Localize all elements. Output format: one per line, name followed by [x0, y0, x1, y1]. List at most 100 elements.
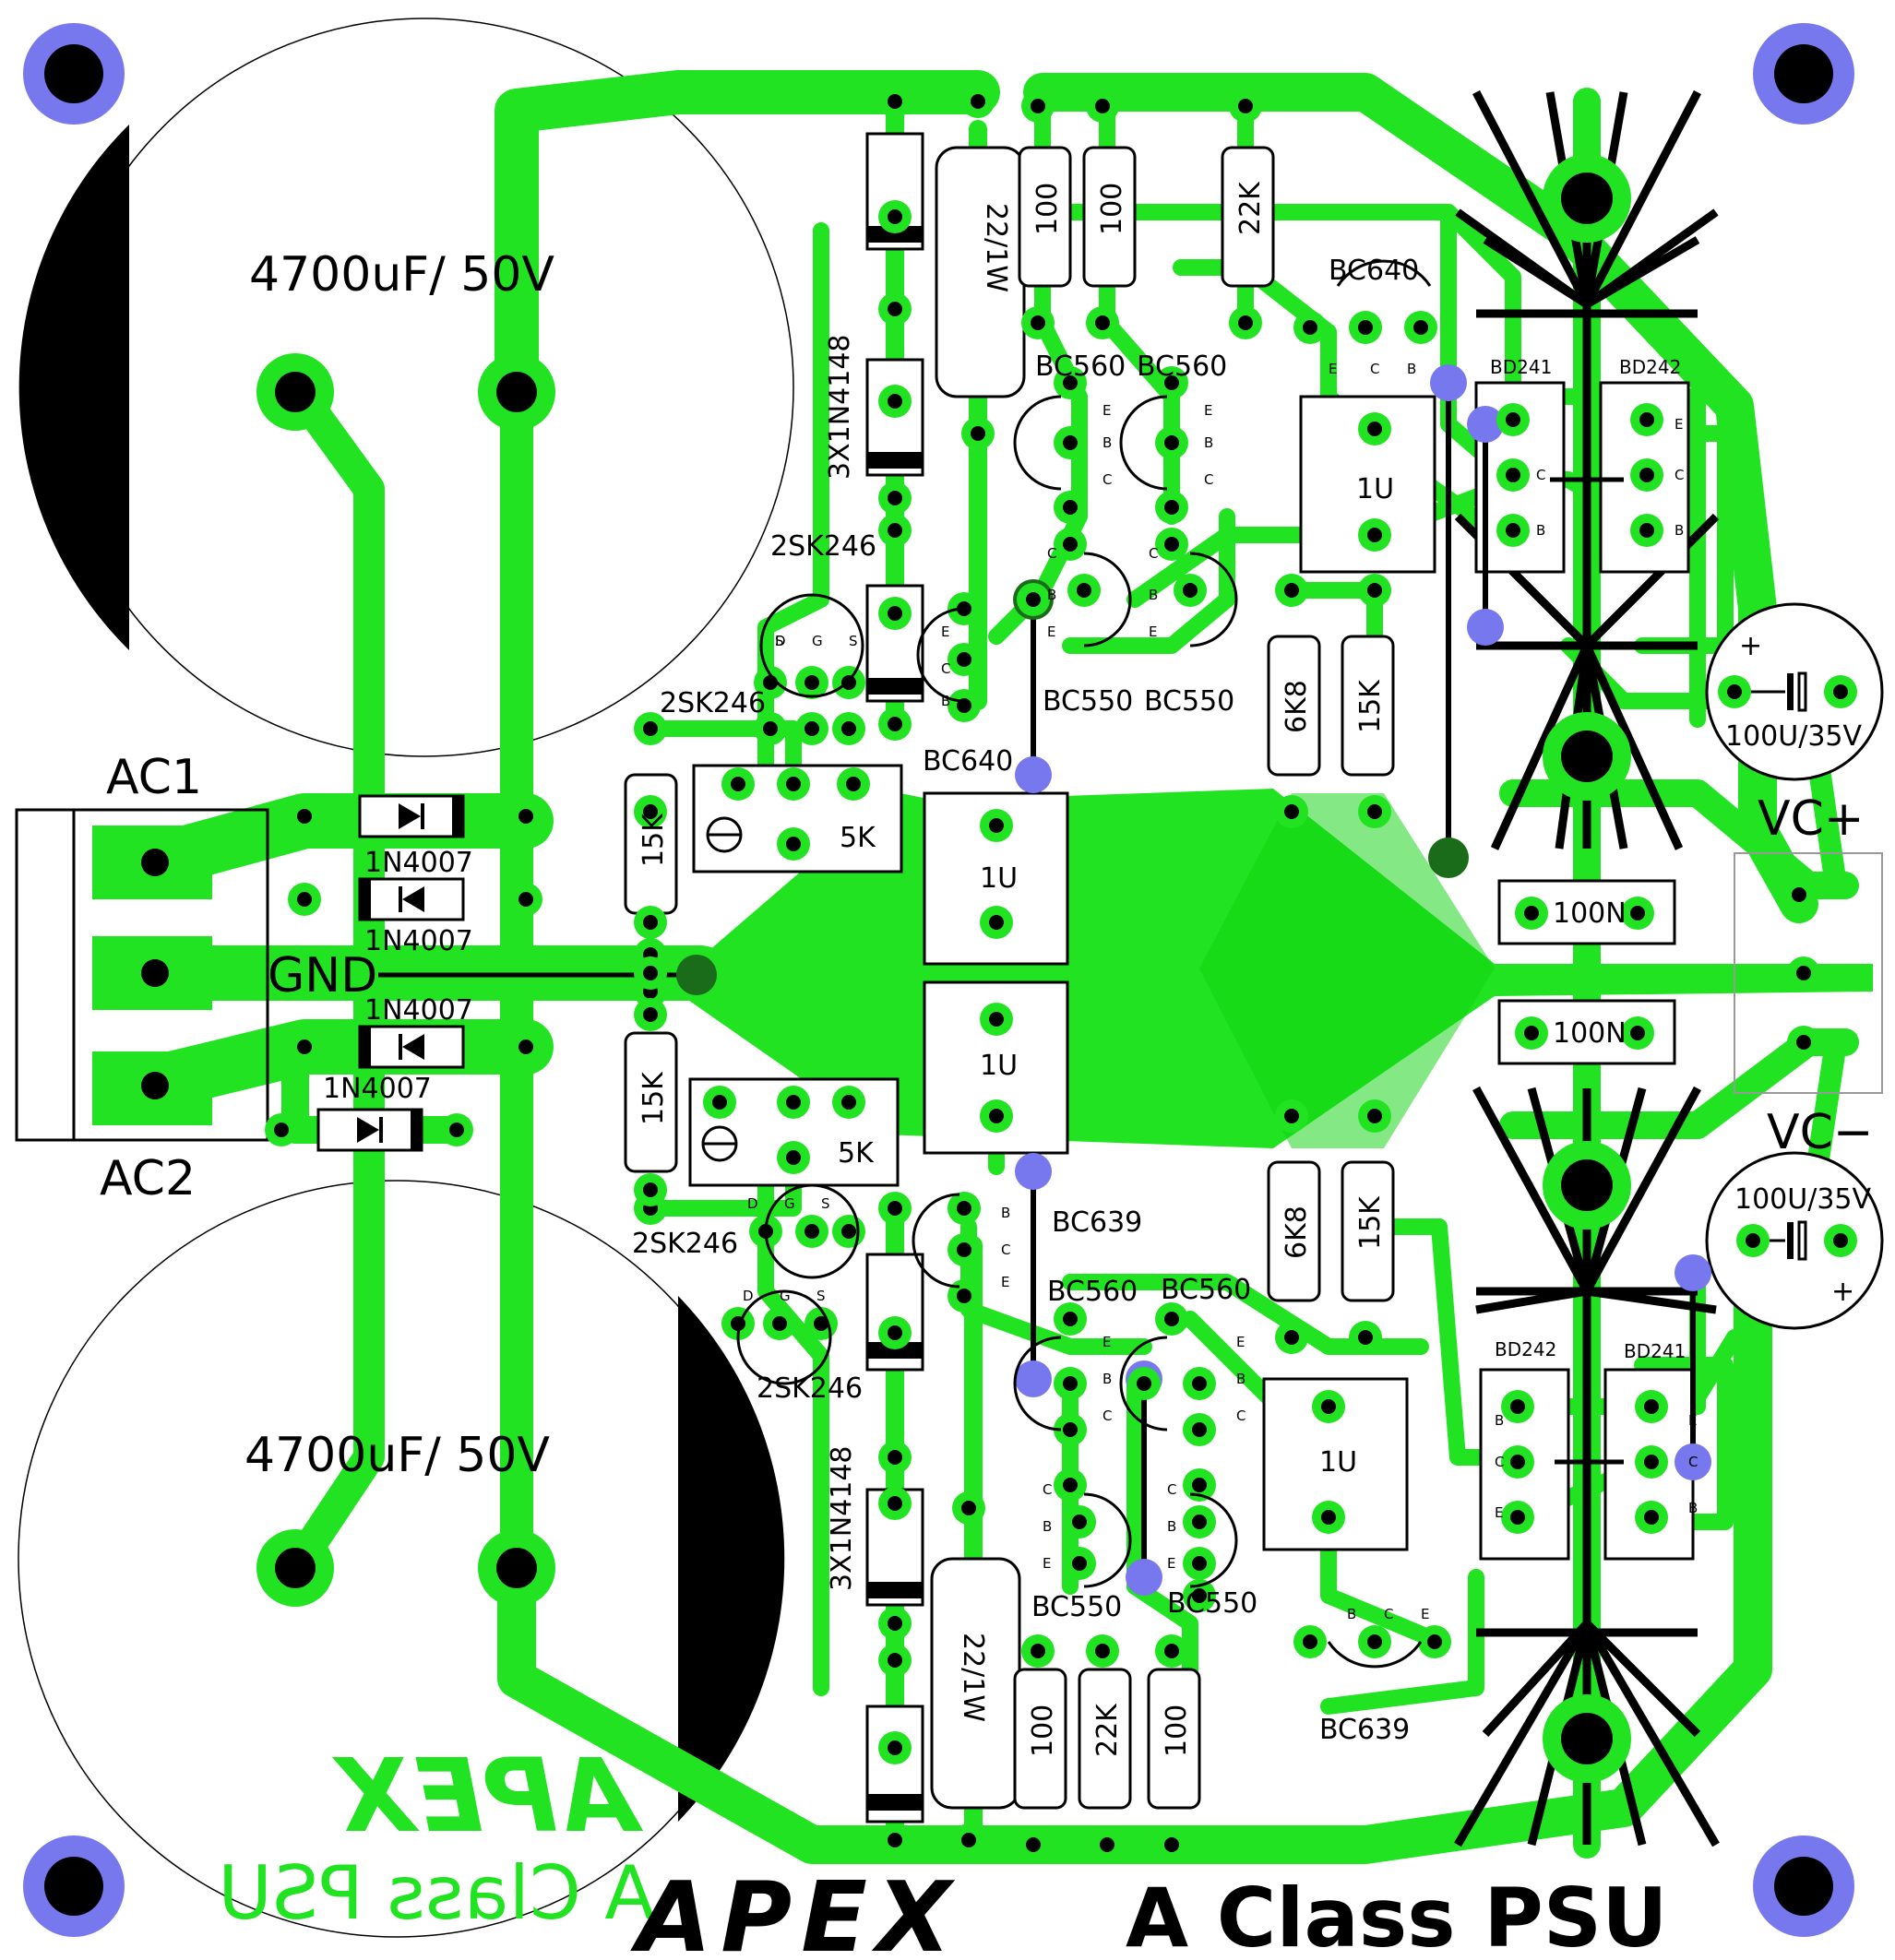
small-pads [634, 85, 1857, 1861]
pin-letter: C [1001, 1241, 1010, 1258]
resistor-15k-top-label: 15K [638, 813, 670, 867]
pin-letter: E [1102, 1334, 1111, 1350]
pin-letter: B [1001, 1205, 1010, 1221]
pin-letter: E [1001, 1274, 1009, 1290]
pin-letter: E [1149, 624, 1157, 640]
power-transistor-bot-a-label: BD242 [1495, 1338, 1556, 1360]
pin-letter: C [1149, 545, 1158, 562]
bc560-d-label: BC560 [1161, 1274, 1251, 1306]
pin-letter: B [1236, 1371, 1245, 1387]
pin-letter: B [1167, 1518, 1176, 1535]
resistor-bot-3-label: 100 [1161, 1705, 1193, 1757]
power-transistor-top-a-label: BD241 [1490, 356, 1552, 378]
pin-letter: C [1236, 1408, 1245, 1424]
small-resistors [624, 146, 1395, 1810]
pin-letter: E [1236, 1334, 1245, 1350]
resistor-top-1-label: 100 [1031, 183, 1064, 235]
output-vcp-label: VC+ [1758, 791, 1864, 847]
output-cap-top-label: 100U/35V [1725, 720, 1863, 753]
pin-letter: E [1204, 402, 1212, 419]
resistor-bot-1-label: 100 [1027, 1705, 1059, 1757]
bc560-b-label: BC560 [1137, 350, 1227, 383]
trimpot-top-label: 5K [840, 822, 876, 854]
brand-logo: APEX [630, 1861, 960, 1960]
pin-letter: E [1329, 361, 1337, 377]
output-cap-bottom-label: 100U/35V [1734, 1183, 1872, 1216]
trimpot-bottom-label: 5K [838, 1137, 875, 1170]
brand-mirror-logo: APEX [331, 1737, 644, 1855]
large-pads [256, 154, 1631, 1783]
pin-letter: B [1407, 361, 1416, 377]
pin-letter: S [849, 633, 858, 649]
label-gnd: GND [268, 948, 377, 1004]
pin-letter: C [1204, 471, 1213, 488]
output-vcm-label: VC− [1767, 1105, 1873, 1160]
cap-label-top: 4700uF/ 50V [249, 247, 554, 303]
film-cap-top-b-label: 1U [980, 862, 1018, 895]
bridge-diodes [265, 794, 542, 1152]
pin-letter: C [1102, 1408, 1112, 1424]
pin-letter: E [1047, 624, 1055, 640]
pin-letter: C [941, 660, 950, 677]
output-cap-top-plus: + [1739, 630, 1762, 662]
ac-connector [15, 808, 717, 1142]
bc550-b-label: BC550 [1144, 685, 1234, 718]
jfet-bot-b-label: 2SK246 [757, 1372, 863, 1405]
film-cap-mid-b-label: 1U [1319, 1446, 1357, 1479]
pin-letter: S [821, 1195, 830, 1212]
pin-letter: C [1536, 467, 1545, 483]
resistor-15k-right-top-label: 15K [1354, 679, 1387, 733]
jfet-top-b-label: 2SK246 [660, 687, 766, 719]
bc550-c-label: BC550 [1031, 1591, 1122, 1623]
mounting-holes [23, 23, 1854, 1937]
resistor-6k8-bottom-label: 6K8 [1281, 1206, 1313, 1259]
power-transistor-top-b-label: BD242 [1619, 356, 1681, 378]
resistor-6k8-top-label: 6K8 [1281, 680, 1313, 733]
diode-stack-top-label: 3X1N4148 [824, 334, 856, 480]
bridge-diode-1-label: 1N4007 [364, 847, 473, 879]
label-ac2: AC2 [100, 1151, 196, 1206]
main-capacitor-top [18, 18, 794, 757]
label-ac1: AC1 [106, 750, 202, 805]
bc560-a-label: BC560 [1035, 350, 1126, 383]
pin-letter: C [1102, 471, 1112, 488]
film-cap-mid-a-label: 1U [980, 1050, 1018, 1082]
pin-letter: D [743, 1288, 754, 1304]
pin-letter: S [775, 633, 784, 649]
pin-letter: B [1347, 1606, 1356, 1622]
pin-letter: B [1149, 587, 1158, 603]
pin-letter: E [1043, 1555, 1051, 1572]
bridge-diode-4-label: 1N4007 [323, 1073, 432, 1105]
resistor-bot-2-label: 22K [1091, 1703, 1124, 1757]
pin-letter: C [1384, 1606, 1393, 1622]
pin-letter: C [1370, 361, 1379, 377]
pin-letter: B [1204, 434, 1213, 451]
bc639-label: BC639 [1052, 1206, 1142, 1239]
pin-letter: D [775, 633, 786, 649]
resistor-top-3-label: 22K [1234, 181, 1267, 235]
pin-letter: B [1043, 1518, 1052, 1535]
pin-letter: B [1495, 1412, 1504, 1429]
main-capacitor-bottom [18, 1180, 785, 1938]
brand-mirror-subtitle: A Class PSU [218, 1850, 655, 1936]
pin-letter: E [1167, 1555, 1175, 1572]
decoupling-bottom-label: 100N [1553, 1017, 1627, 1050]
pin-letter: B [1102, 434, 1112, 451]
pin-letter: D [747, 1195, 758, 1212]
resistor-top-2-label: 100 [1096, 183, 1128, 235]
pin-letter: C [1688, 1454, 1698, 1470]
to92-outlines [736, 259, 1432, 1669]
bc550-a-label: BC550 [1043, 685, 1133, 718]
pin-letter: C [1043, 1481, 1052, 1498]
power-resistor-top-label: 22/1W [980, 203, 1012, 292]
pin-letter: G [784, 1195, 795, 1212]
pin-letter: G [812, 633, 823, 649]
power-transistor-bot-b-label: BD241 [1624, 1340, 1686, 1362]
bc560-c-label: BC560 [1047, 1276, 1138, 1308]
pin-letter: C [1167, 1481, 1176, 1498]
pin-letter: B [1688, 1500, 1698, 1516]
bc639-lower-label: BC639 [1319, 1714, 1410, 1746]
jfet-top-a-label: 2SK246 [770, 530, 876, 563]
output-connector [1734, 852, 1883, 1094]
